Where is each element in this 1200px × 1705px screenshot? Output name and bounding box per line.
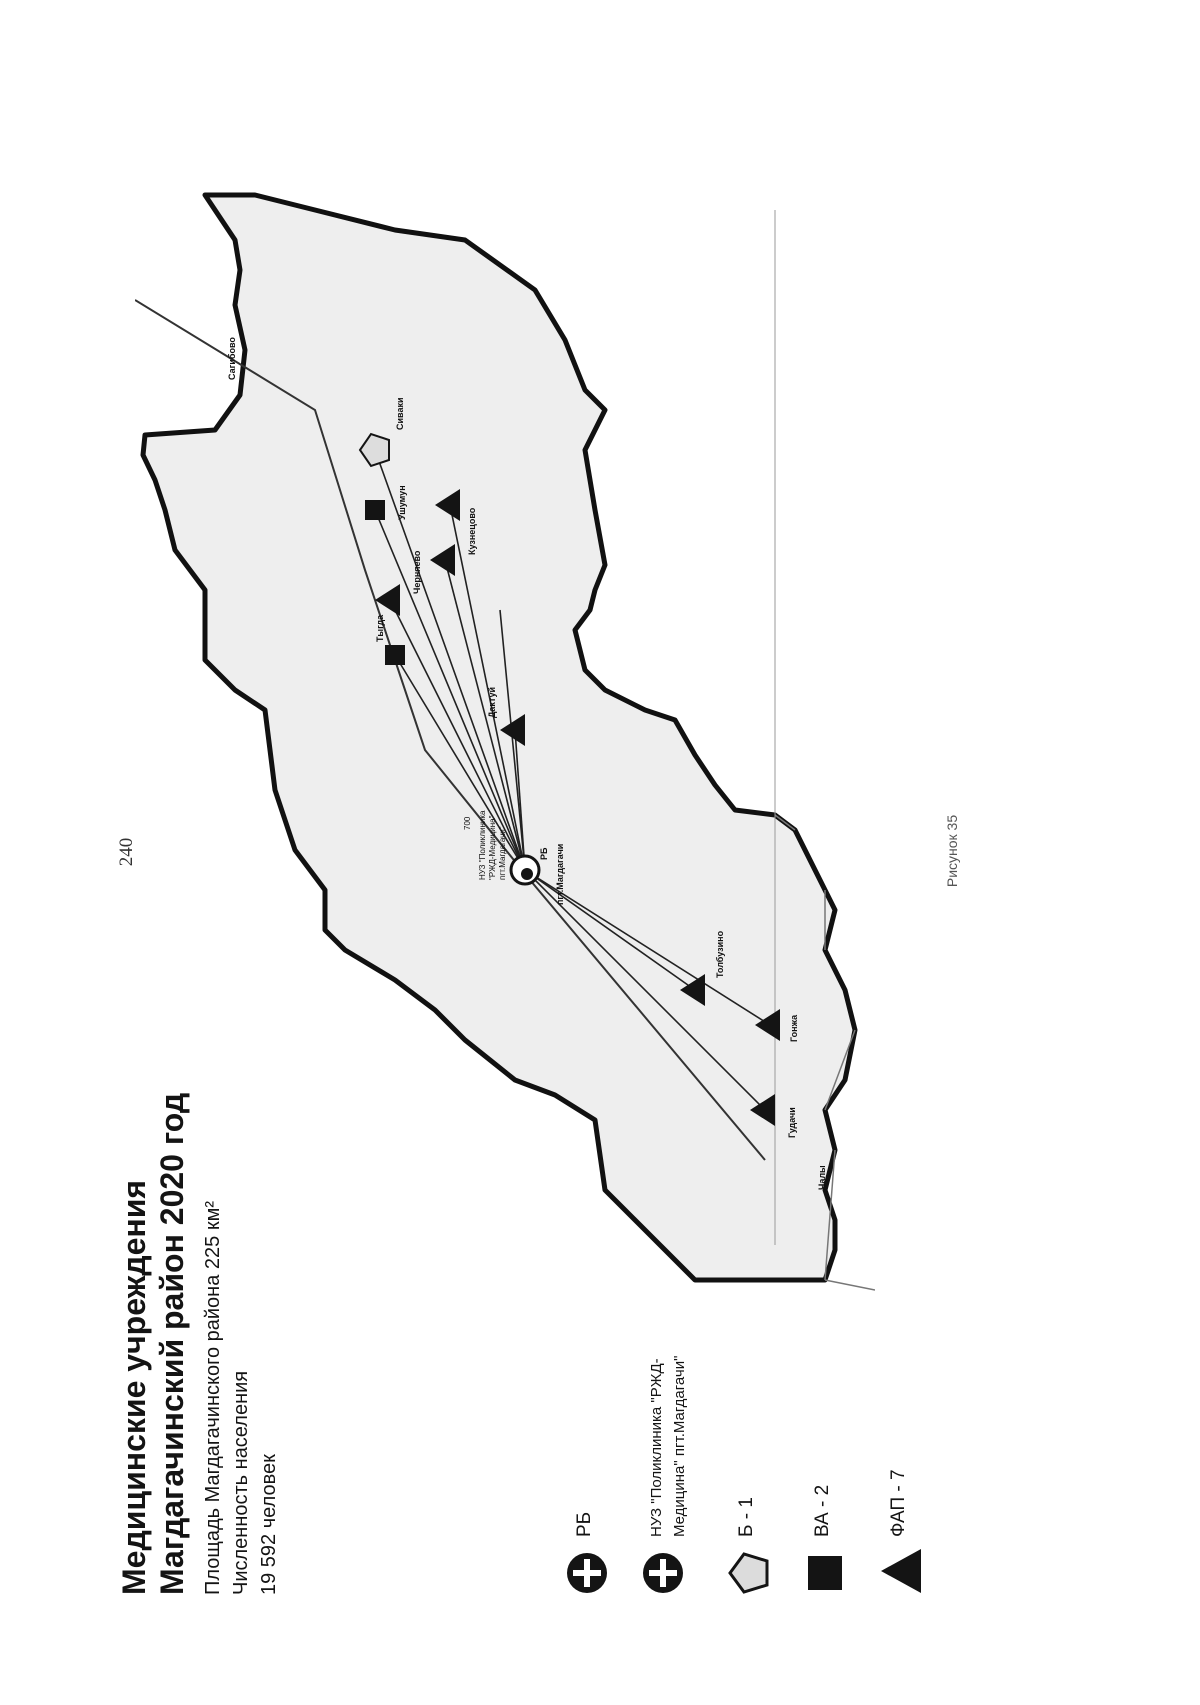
b-pentagon-icon	[358, 432, 390, 468]
legend-label-nuz: НУЗ "Поликлиника "РЖД- Медицина" пгт.Маг…	[645, 1297, 691, 1537]
va-markers	[365, 500, 405, 665]
map-labels: Гудачи Гонжа Толбузино РБ пгт.Магдагачи …	[227, 337, 827, 1190]
fap-triangle-icon	[750, 1094, 775, 1126]
label-nuz-line-1: НУЗ "Поликлиника	[478, 810, 487, 880]
label-tolbuzino: Толбузино	[715, 930, 725, 978]
label-center: пгт.Магдагачи	[555, 844, 565, 905]
legend-label-fap: ФАП - 7	[888, 1469, 909, 1537]
center-marker	[509, 854, 541, 886]
label-chaly: Чалы	[817, 1165, 827, 1190]
connection-line	[499, 609, 526, 871]
fap-triangle-icon	[500, 714, 525, 746]
legend-row-nuz: НУЗ "Поликлиника "РЖД- Медицина" пгт.Маг…	[641, 1295, 697, 1595]
label-nuz-line-2: "РЖД-Медицина"	[488, 815, 497, 880]
pentagon-icon	[728, 1552, 769, 1594]
rotated-page-content: Медицинские учреждения Магдагачинский ра…	[115, 165, 1200, 1595]
label-tygda: Тыгда	[375, 614, 385, 642]
connection-lines	[374, 449, 771, 1111]
circle-cross-icon	[567, 1553, 607, 1593]
fap-triangle-icon	[435, 489, 460, 521]
fap-triangle-icon	[430, 544, 455, 576]
legend-label-b: Б - 1	[736, 1497, 757, 1537]
connection-line	[524, 869, 696, 991]
legend-label-rb: РБ	[574, 1511, 595, 1537]
legend-label-nuz-line-2: Медицина" пгт.Магдагачи"	[671, 1355, 688, 1537]
circle-cross-icon	[643, 1553, 683, 1593]
label-chernyaevo: Черняево	[412, 550, 422, 594]
label-ushumun: Ушумун	[397, 485, 407, 520]
legend-label-nuz-line-1: НУЗ "Поликлиника "РЖД-	[648, 1358, 665, 1537]
river-line	[774, 814, 875, 1291]
fap-markers	[375, 489, 780, 1126]
label-gudachi: Гудачи	[787, 1107, 797, 1138]
triangle-icon	[881, 1549, 921, 1593]
label-kuznetsovo: Кузнецово	[467, 507, 477, 555]
legend-label-va: ВА - 2	[812, 1484, 833, 1537]
legend: РБ НУЗ "Поликлиника "РЖД- Медицина" пгт.…	[565, 1295, 955, 1595]
connection-line	[524, 869, 766, 1111]
label-rb: РБ	[539, 847, 549, 860]
legend-row-fap: ФАП - 7	[879, 1295, 925, 1595]
connection-line	[449, 504, 526, 871]
legend-row-b: Б - 1	[727, 1295, 773, 1595]
fap-triangle-icon	[755, 1009, 780, 1041]
fap-triangle-icon	[375, 584, 400, 616]
connection-line	[374, 449, 526, 871]
square-icon	[808, 1556, 842, 1590]
connection-line	[444, 559, 526, 871]
connection-line	[389, 599, 526, 871]
label-dakturuy: Дактуй	[487, 687, 497, 718]
label-gonzha: Гонжа	[789, 1014, 799, 1042]
district-map: Гудачи Гонжа Толбузино РБ пгт.Магдагачи …	[135, 192, 875, 1291]
label-nuz-line-3: пгт.Магдагачи"	[498, 826, 507, 880]
legend-row-rb: РБ	[565, 1295, 611, 1595]
label-sivaki: Сиваки	[395, 398, 405, 431]
label-sagibovo: Сагибово	[227, 337, 237, 380]
label-scale: 700	[463, 816, 472, 830]
va-square-icon	[365, 500, 385, 520]
legend-row-va: ВА - 2	[803, 1295, 849, 1595]
rb-circle-icon	[521, 868, 533, 880]
district-boundary	[140, 192, 858, 1283]
connection-line	[394, 654, 526, 871]
connection-line	[374, 509, 526, 871]
connection-line	[524, 869, 771, 1026]
va-square-icon	[385, 645, 405, 665]
fap-triangle-icon	[680, 974, 705, 1006]
